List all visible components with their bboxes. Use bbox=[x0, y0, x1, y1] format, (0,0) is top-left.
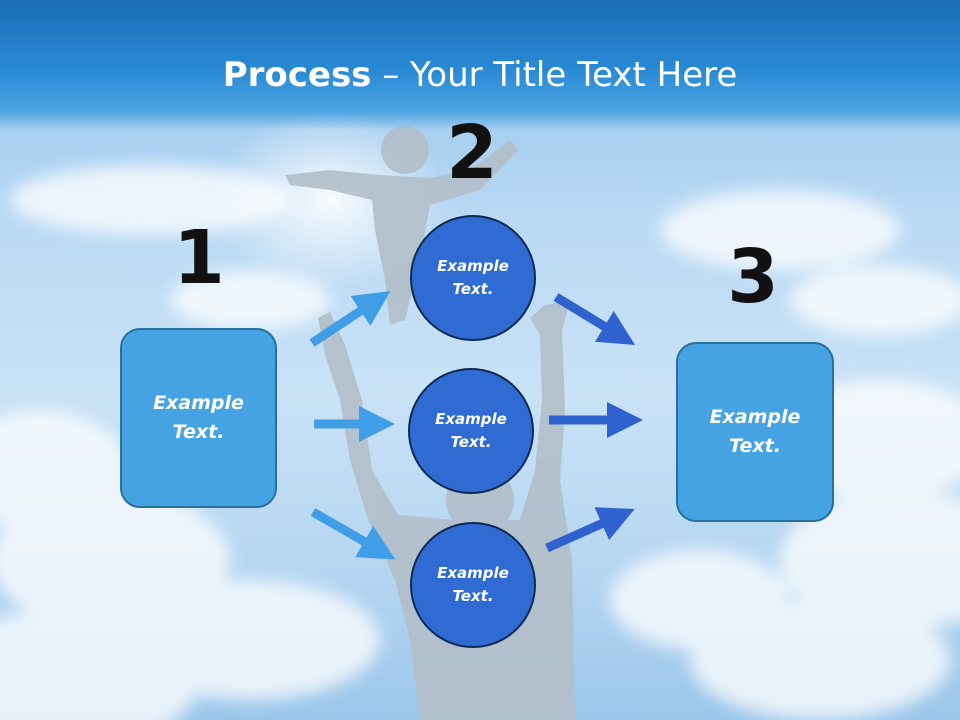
step-number-2: 2 bbox=[446, 110, 498, 196]
step-3-box[interactable]: Example Text. bbox=[676, 342, 834, 522]
circle-bottom-text: Example Text. bbox=[428, 562, 518, 608]
arrow-circle-bottom-to-box3 bbox=[545, 507, 635, 553]
circle-bottom-line1: Example bbox=[437, 564, 509, 582]
step-1-text: Example Text. bbox=[144, 389, 254, 447]
circle-top-line2: Text. bbox=[452, 280, 494, 298]
slide-title: Process – Your Title Text Here bbox=[0, 52, 960, 98]
circle-bottom[interactable]: Example Text. bbox=[410, 522, 536, 648]
step-number-1: 1 bbox=[173, 215, 225, 301]
arrow-circle-top-to-box3 bbox=[553, 293, 636, 346]
arrow-box1-to-circle-top bbox=[309, 291, 391, 347]
circle-top[interactable]: Example Text. bbox=[410, 215, 536, 341]
circle-top-text: Example Text. bbox=[428, 255, 518, 301]
step-3-text-line1: Example bbox=[709, 406, 801, 428]
title-bold: Process bbox=[222, 55, 372, 95]
circle-middle[interactable]: Example Text. bbox=[408, 368, 534, 494]
arrow-box1-to-circle-bottom bbox=[310, 508, 396, 560]
circle-top-line1: Example bbox=[437, 257, 509, 275]
circle-bottom-line2: Text. bbox=[452, 587, 494, 605]
step-1-box[interactable]: Example Text. bbox=[120, 328, 277, 508]
title-bar bbox=[0, 0, 960, 130]
title-rest: – Your Title Text Here bbox=[371, 55, 738, 95]
circle-middle-line1: Example bbox=[435, 410, 507, 428]
step-3-text: Example Text. bbox=[700, 403, 810, 461]
step-number-3: 3 bbox=[727, 234, 779, 320]
circle-middle-text: Example Text. bbox=[426, 408, 516, 454]
step-1-text-line1: Example bbox=[153, 392, 244, 414]
step-1-text-line2: Text. bbox=[172, 421, 225, 443]
circle-middle-line2: Text. bbox=[450, 433, 492, 451]
step-3-text-line2: Text. bbox=[729, 435, 781, 457]
